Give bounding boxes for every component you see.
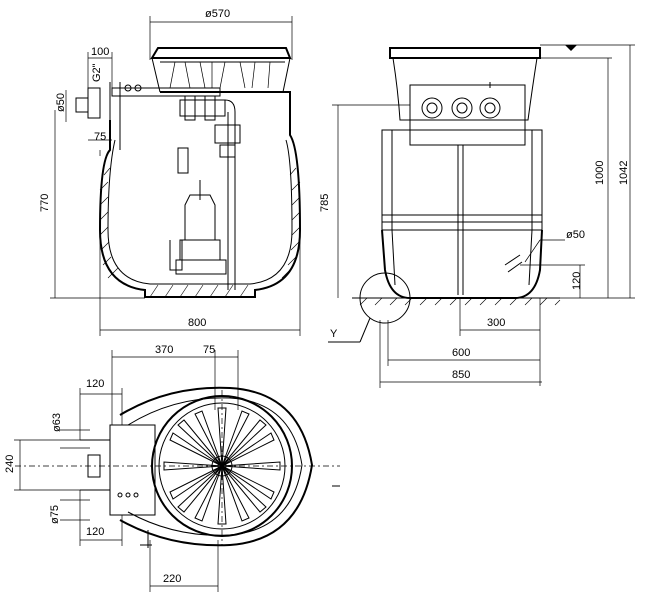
dim-side-pipe-height: 120	[571, 272, 583, 290]
dim-side-600: 600	[452, 347, 470, 359]
dim-side-1042: 1042	[618, 161, 630, 185]
dim-top-120-lower: 120	[86, 526, 104, 538]
top-view: 370 75 120 ø63 240 ø75 120 220	[4, 344, 340, 592]
front-view: ø570 100 G2" ø50 75 770 800	[39, 8, 302, 336]
dim-front-width: 800	[188, 317, 206, 329]
ground-hatch	[359, 297, 561, 306]
dim-front-height: 770	[39, 194, 51, 212]
dim-top-220: 220	[163, 573, 181, 585]
detail-label-y: Y	[330, 328, 338, 340]
dim-side-850: 850	[452, 369, 470, 381]
dim-top-240: 240	[4, 455, 16, 473]
dim-top-75: 75	[203, 344, 215, 356]
dim-top-370: 370	[155, 344, 173, 356]
dim-front-spigot: 75	[94, 131, 106, 143]
front-wall-hatch-left	[99, 167, 119, 279]
dim-side-785: 785	[319, 194, 331, 212]
side-view: Y 785 1000 1042 ø50 120 300 600 850	[319, 44, 635, 388]
lid-spokes	[163, 407, 281, 525]
front-wall-hatch-right	[281, 167, 301, 279]
dim-top-120-upper: 120	[86, 378, 104, 390]
dim-top-63: ø63	[51, 413, 63, 432]
dim-side-1000: 1000	[594, 161, 606, 185]
dim-front-outlet-dia: ø50	[55, 93, 67, 112]
dim-top-75-dia: ø75	[49, 505, 61, 524]
dim-side-pipe-dia: ø50	[566, 229, 585, 241]
dim-front-inlet-offset: 100	[91, 46, 109, 58]
dim-front-thread: G2"	[91, 63, 103, 82]
front-base-hatch	[149, 284, 249, 298]
dim-front-top-width: ø570	[205, 8, 230, 20]
dim-side-300: 300	[487, 317, 505, 329]
